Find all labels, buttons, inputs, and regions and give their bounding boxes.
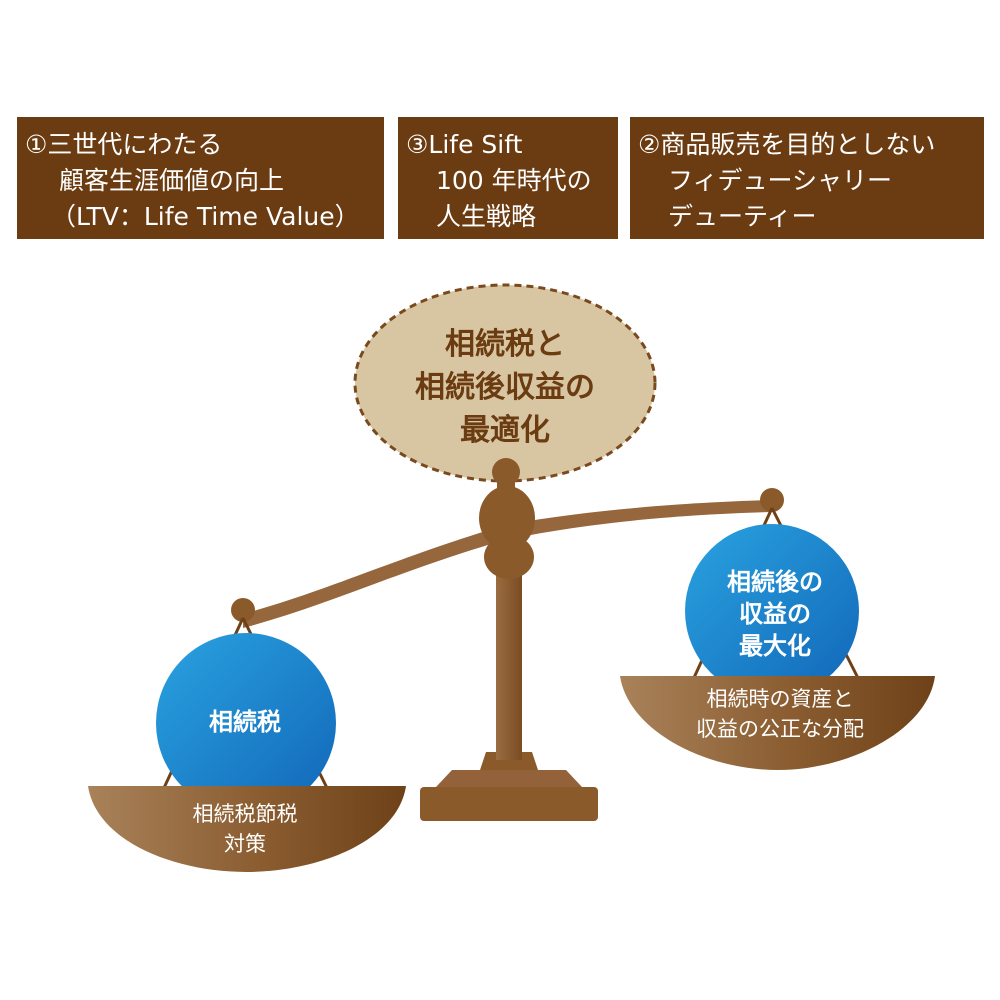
right-ball-line: 収益の xyxy=(739,600,811,628)
right-ball-label: 相続後の 収益の 最大化 xyxy=(690,566,860,662)
center-goal-label: 相続税と 相続後収益の 最適化 xyxy=(380,323,630,452)
goal-box-fiduciary: ②商品販売を目的としない フィデューシャリー デューティー xyxy=(630,117,984,239)
left-pan-line: 相続税節税 xyxy=(192,802,298,826)
left-ball xyxy=(156,633,336,813)
scale-pivot-lower xyxy=(484,535,534,579)
box-line: 顧客生涯価値の向上 xyxy=(59,166,285,195)
scale-base-collar xyxy=(480,752,538,770)
box-line: ②商品販売を目的としない xyxy=(638,130,936,159)
goal-box-ltv: ①三世代にわたる 顧客生涯価値の向上 （LTV：Life Time Value） xyxy=(17,117,384,239)
right-beam-knob xyxy=(760,488,784,512)
center-goal-line: 相続税と xyxy=(445,327,565,362)
right-ball-line: 最大化 xyxy=(739,632,811,660)
goal-box-life-shift: ③Life Sift 100 年時代の 人生戦略 xyxy=(398,117,618,239)
left-pan xyxy=(88,786,406,872)
scale-base-step xyxy=(436,770,582,787)
scale-base xyxy=(420,787,598,821)
right-pan-line: 相続時の資産と xyxy=(706,687,854,711)
right-ball xyxy=(685,524,859,698)
box-line: デューティー xyxy=(668,202,817,231)
left-pan-line: 対策 xyxy=(224,832,266,856)
left-pan-label: 相続税節税 対策 xyxy=(110,799,380,859)
center-goal-line: 相続後収益の xyxy=(415,370,595,405)
right-pan-label: 相続時の資産と 収益の公正な分配 xyxy=(620,684,940,744)
left-ball-label: 相続税 xyxy=(209,708,281,736)
center-goal-line: 最適化 xyxy=(460,413,550,448)
right-pan xyxy=(620,676,935,770)
box-line: （LTV：Life Time Value） xyxy=(51,202,360,231)
box-line: 100 年時代の xyxy=(436,166,592,195)
box-line: 人生戦略 xyxy=(436,202,537,231)
left-beam-knob xyxy=(231,598,255,622)
scale-pivot-top xyxy=(492,458,520,486)
right-pan-line: 収益の公正な分配 xyxy=(696,717,864,741)
box-line: ①三世代にわたる xyxy=(25,130,223,159)
right-ball-line: 相続後の xyxy=(727,568,823,596)
box-line: フィデューシャリー xyxy=(668,166,893,195)
scale-pivot-body xyxy=(479,486,535,550)
box-line: ③Life Sift xyxy=(406,130,523,159)
